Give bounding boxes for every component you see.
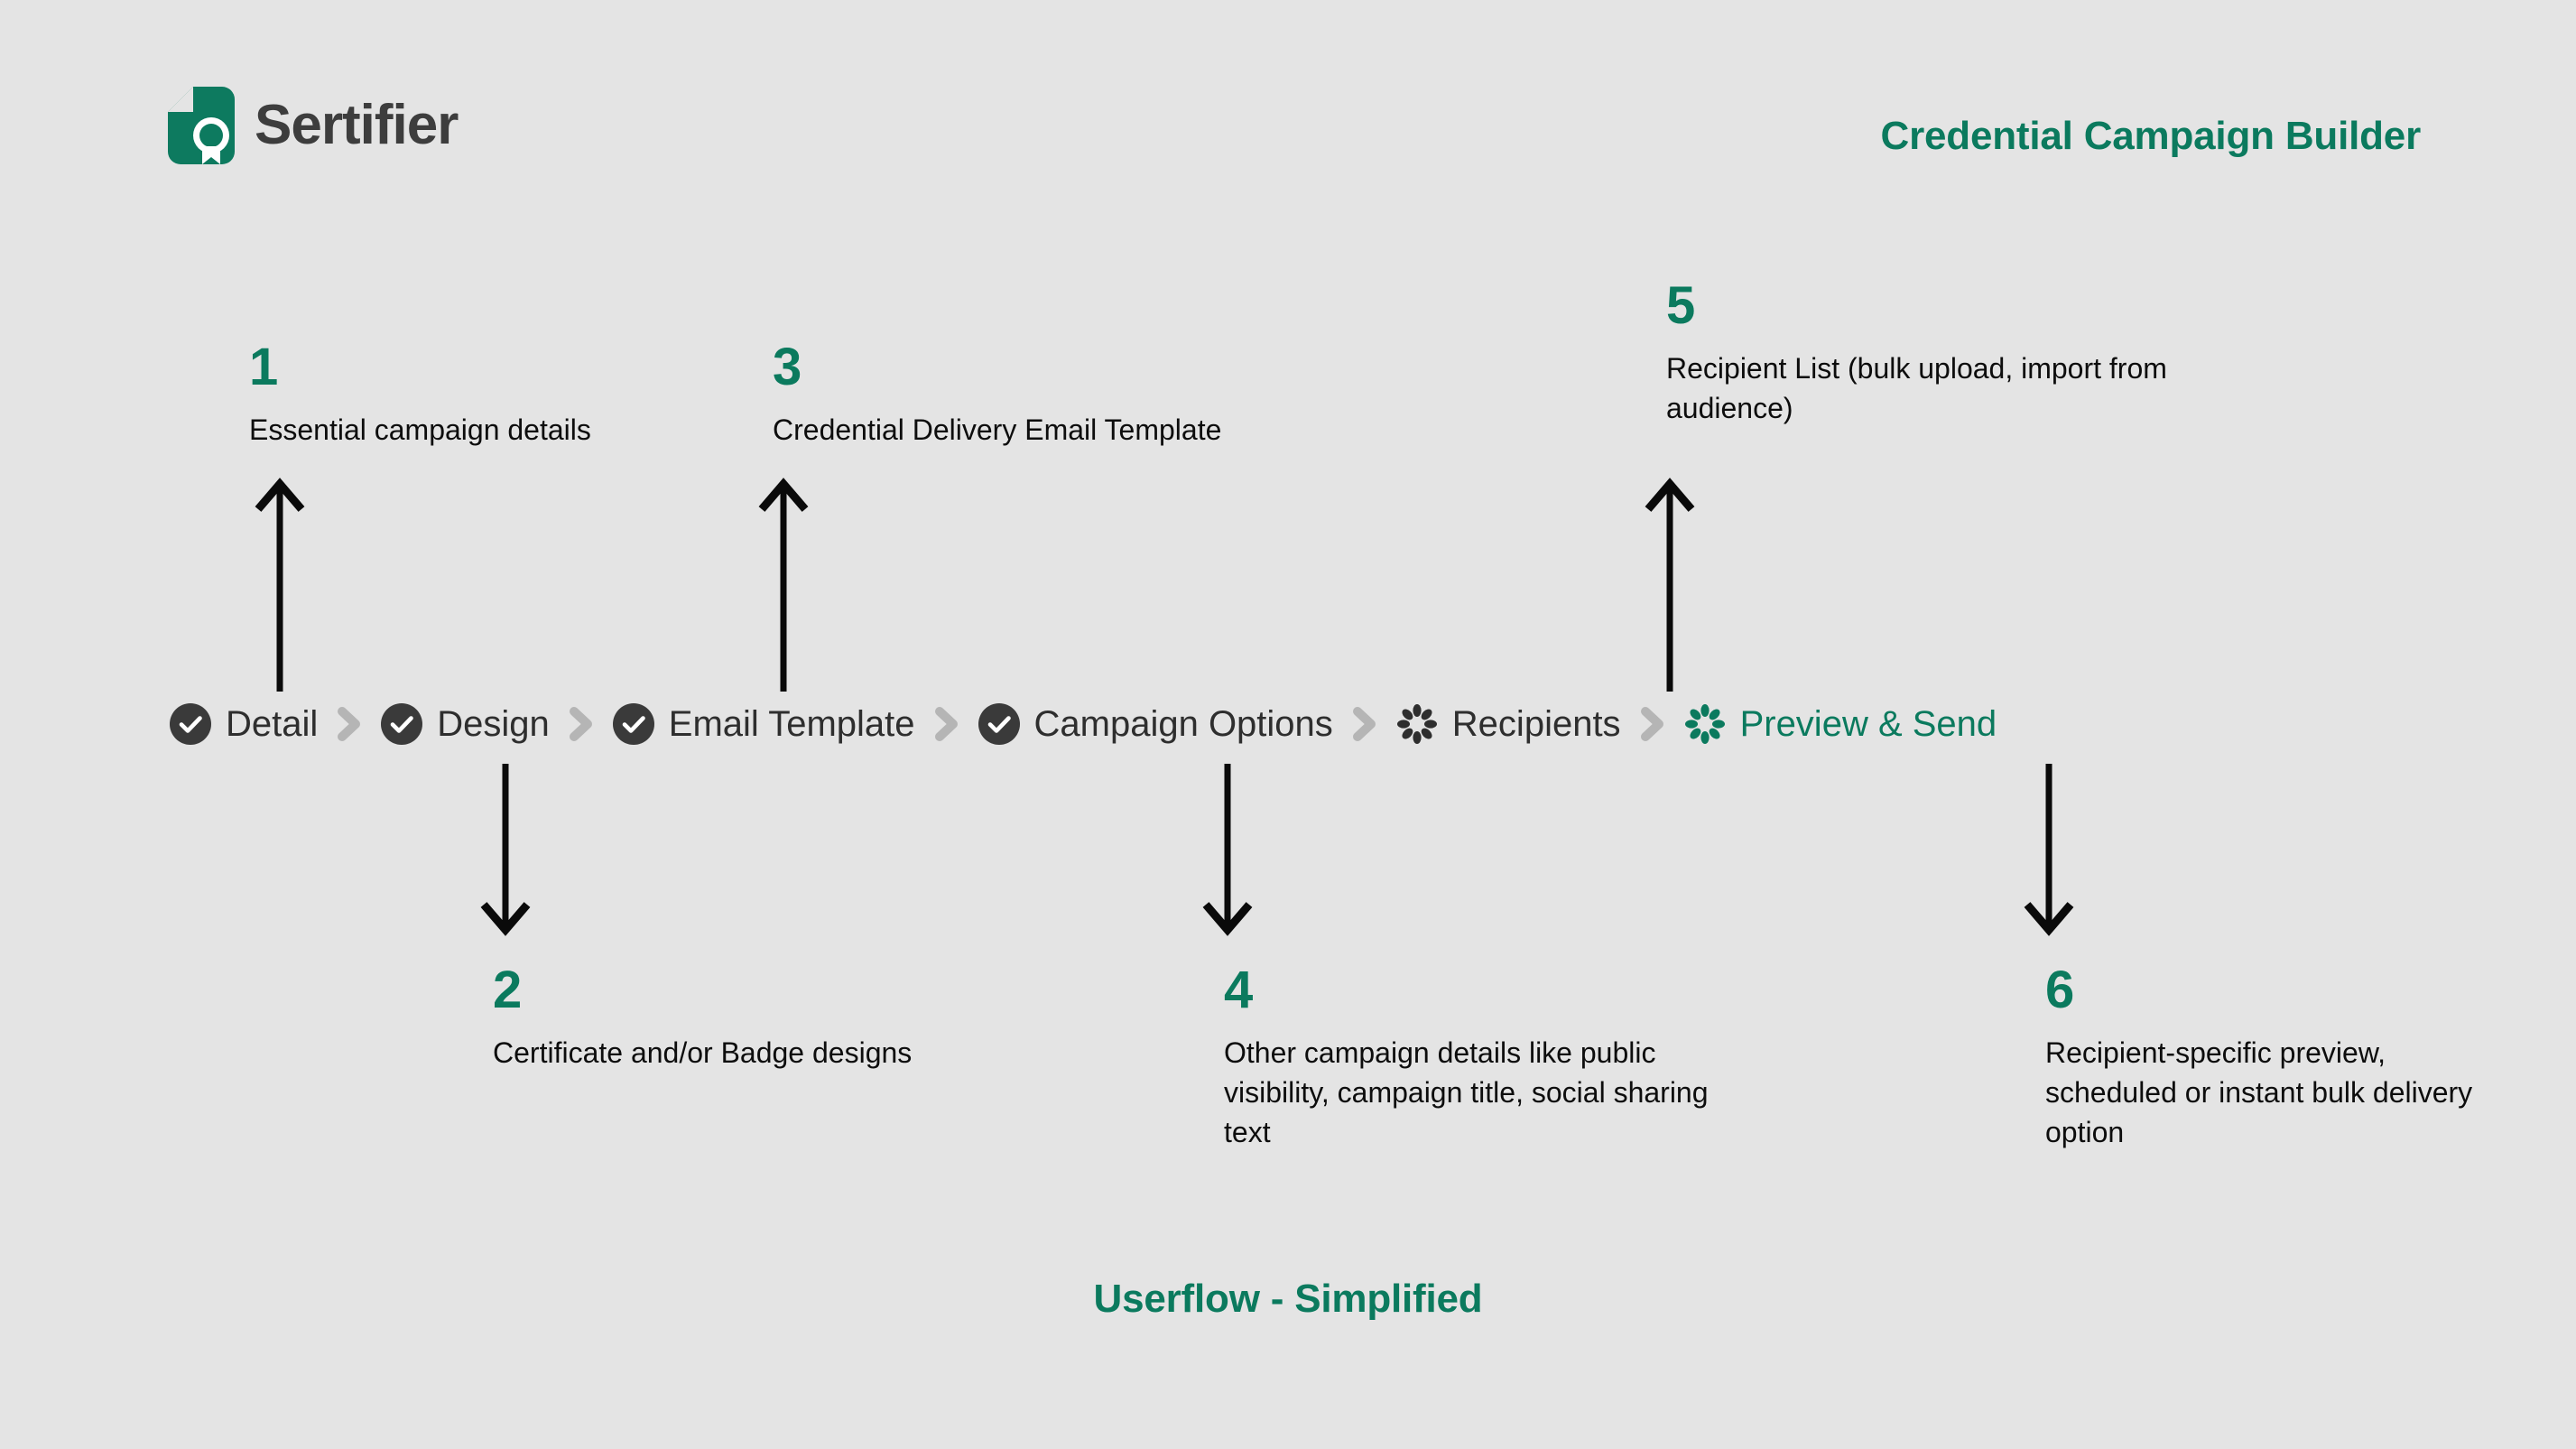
page-title: Credential Campaign Builder [1880,114,2422,158]
callout-text: Credential Delivery Email Template [773,413,1222,446]
stepper-step-preview-and-send[interactable]: Preview & Send [1684,703,1997,745]
flower-spinner-icon [1396,704,1437,744]
arrow-down-to-preview-and-send [2024,764,2074,936]
check-circle-icon [612,703,654,745]
arrow-up-to-detail [255,478,305,692]
stepper-step-detail[interactable]: Detail [170,703,318,745]
stepper-step-label: Detail [226,704,319,744]
callout-2: 2 Certificate and/or Badge designs [493,964,1034,1073]
chevron-right-icon [569,707,592,741]
brand-logo: Sertifier [168,87,459,164]
chevron-right-icon [1352,707,1376,741]
callout-1: 1 Essential campaign details [249,341,755,450]
sertifier-document-badge-logo-icon [168,87,235,164]
chevron-right-icon [338,707,361,741]
callout-text: Certificate and/or Badge designs [493,1036,913,1069]
chevron-right-icon [934,707,958,741]
callout-number: 3 [773,338,802,396]
callout-number: 5 [1666,276,1696,335]
flower-spinner-icon [1684,704,1725,744]
stepper-step-label: Campaign Options [1033,704,1333,744]
campaign-stepper: Detail Design Email Template [170,695,1997,753]
callout-6: 6 Recipient-specific preview, scheduled … [2045,964,2515,1152]
callout-number: 6 [2045,961,2075,1019]
stepper-step-label: Recipients [1451,704,1621,744]
stepper-step-email-template[interactable]: Email Template [612,703,915,745]
callout-3: 3 Credential Delivery Email Template [773,341,1350,450]
arrow-up-to-email-template [758,478,809,692]
callout-text: Essential campaign details [249,413,591,446]
callout-number: 1 [249,338,279,396]
chevron-right-icon [1640,707,1663,741]
callout-text: Recipient List (bulk upload, import from… [1666,352,2167,425]
callout-number: 2 [493,961,523,1019]
arrow-down-to-design [480,764,531,936]
stepper-step-design[interactable]: Design [381,703,550,745]
callout-number: 4 [1224,961,1254,1019]
brand-name: Sertifier [255,94,459,156]
callout-4: 4 Other campaign details like public vis… [1224,964,1729,1152]
callout-5: 5 Recipient List (bulk upload, import fr… [1666,280,2208,428]
stepper-step-recipients[interactable]: Recipients [1396,703,1621,745]
stepper-step-label: Design [437,704,550,744]
check-circle-icon [170,703,211,745]
check-circle-icon [381,703,423,745]
callout-text: Other campaign details like public visib… [1224,1036,1709,1149]
stepper-step-label: Preview & Send [1739,704,1997,744]
arrow-up-to-recipients [1645,478,1695,692]
check-circle-icon [978,703,1020,745]
stepper-step-campaign-options[interactable]: Campaign Options [978,703,1333,745]
stepper-step-label: Email Template [668,704,915,744]
callout-text: Recipient-specific preview, scheduled or… [2045,1036,2473,1149]
diagram-caption: Userflow - Simplified [1093,1277,1483,1321]
arrow-down-to-campaign-options [1202,764,1253,936]
